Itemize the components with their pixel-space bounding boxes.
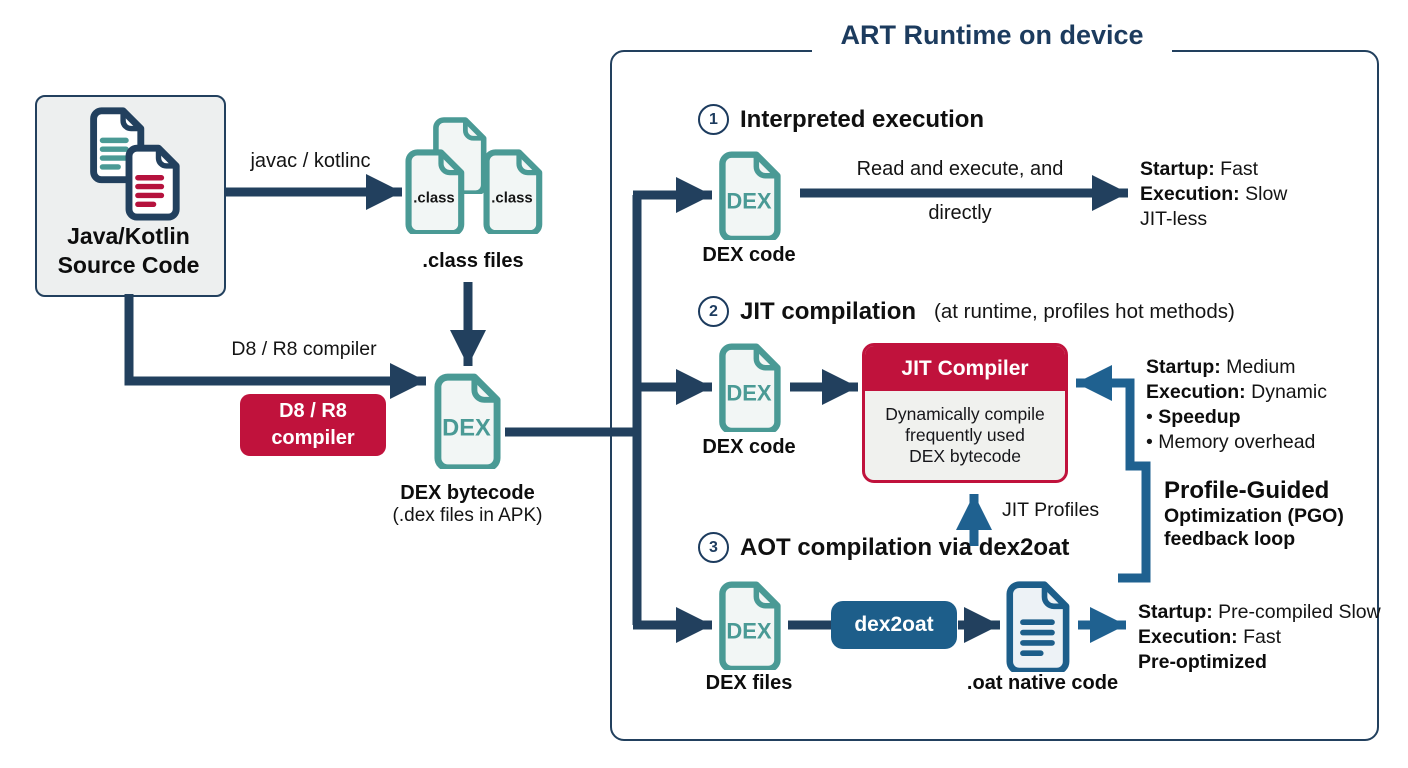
- class-file-icon-left: .class: [405, 149, 465, 234]
- dex-icon-label: DEX: [726, 381, 772, 406]
- stat-line: • Memory overhead: [1146, 431, 1316, 453]
- source-label-line2: Source Code: [57, 252, 200, 278]
- dex2oat-box: dex2oat: [831, 601, 957, 649]
- stat-line: Startup: Medium: [1146, 356, 1296, 378]
- d8r8-box-line1: D8 / R8: [279, 400, 347, 422]
- interpreted-arrow-label-top: Read and execute, and: [856, 158, 1064, 180]
- oat-native-code-icon: [1006, 581, 1070, 672]
- pgo-line3: feedback loop: [1164, 528, 1296, 550]
- dex-files-caption: DEX files: [705, 672, 793, 694]
- section3-number-badge: 3: [698, 532, 729, 563]
- section2-header: 2 JIT compilation (at runtime, profiles …: [698, 296, 1235, 327]
- jit-body-line1: Dynamically compile: [885, 404, 1045, 424]
- section2-stats: Startup: Medium Execution: Dynamic • Spe…: [1146, 355, 1327, 455]
- dex-icon-label: DEX: [442, 415, 491, 441]
- source-files-icon: [90, 107, 180, 221]
- jit-profiles-label: JIT Profiles: [1002, 499, 1100, 521]
- dex-code-caption-s2: DEX code: [702, 436, 796, 458]
- dex-bytecode-icon: DEX: [434, 373, 501, 469]
- interpreted-arrow-label-bottom: directly: [928, 202, 992, 224]
- dex-bytecode-caption: DEX bytecode: [400, 482, 535, 504]
- section2-title: JIT compilation: [740, 297, 917, 325]
- stat-line: Execution: Fast: [1138, 626, 1282, 648]
- javac-arrow-label: javac / kotlinc: [250, 150, 371, 172]
- section2-number-badge: 2: [698, 296, 729, 327]
- section1-stats: Startup: Fast Execution: Slow JIT-less: [1140, 157, 1287, 232]
- stat-line: Pre-optimized: [1138, 651, 1267, 673]
- source-label-line1: Java/Kotlin: [67, 223, 190, 249]
- section3-stats: Startup: Pre-compiled Slow Execution: Fa…: [1138, 600, 1381, 675]
- class-file-icon-right: .class: [483, 149, 543, 234]
- dex-icon-label: DEX: [726, 189, 772, 214]
- d8r8-compiler-box: D8 / R8 compiler: [240, 394, 386, 456]
- dex-bytecode-subcaption: (.dex files in APK): [392, 505, 543, 526]
- stat-line: Execution: Slow: [1140, 183, 1288, 205]
- art-runtime-title: ART Runtime on device: [812, 18, 1172, 53]
- dex-code-caption-s1: DEX code: [702, 244, 796, 266]
- section3-header: 3 AOT compilation via dex2oat: [698, 532, 1069, 563]
- section2-subtitle: (at runtime, profiles hot methods): [934, 299, 1235, 323]
- pgo-feedback-label: Profile-Guided Optimization (PGO) feedba…: [1164, 477, 1344, 551]
- dex-code-icon-s2: DEX: [719, 343, 781, 432]
- jit-compiler-box: JIT Compiler Dynamically compile frequen…: [862, 343, 1068, 483]
- oat-native-code-caption: .oat native code: [966, 672, 1119, 694]
- section3-title: AOT compilation via dex2oat: [740, 533, 1070, 561]
- stat-line: Execution: Dynamic: [1146, 381, 1327, 403]
- jit-compiler-title: JIT Compiler: [865, 346, 1065, 391]
- stat-line: Startup: Pre-compiled Slow: [1138, 601, 1381, 623]
- stat-line: • Speedup: [1146, 406, 1241, 428]
- stat-line: JIT-less: [1140, 208, 1208, 230]
- pgo-line2: Optimization (PGO): [1164, 505, 1344, 527]
- pgo-line1: Profile-Guided: [1164, 477, 1330, 504]
- d8r8-box-line2: compiler: [271, 427, 355, 449]
- source-box-label: Java/Kotlin Source Code: [35, 222, 222, 280]
- class-files-caption: .class files: [422, 250, 524, 272]
- stat-line: Startup: Fast: [1140, 158, 1259, 180]
- section1-header: 1 Interpreted execution: [698, 104, 984, 135]
- section1-number-badge: 1: [698, 104, 729, 135]
- dex-code-icon-s1: DEX: [719, 151, 781, 240]
- jit-body-line3: DEX bytecode: [909, 446, 1021, 466]
- class-file-label: .class: [491, 190, 532, 206]
- section1-title: Interpreted execution: [740, 105, 985, 133]
- jit-compiler-body: Dynamically compile frequently used DEX …: [865, 391, 1065, 480]
- class-file-label: .class: [413, 190, 454, 206]
- d8r8-arrow-label: D8 / R8 compiler: [231, 338, 377, 360]
- dex-files-icon-s3: DEX: [719, 581, 781, 670]
- jit-body-line2: frequently used: [905, 425, 1025, 445]
- dex-bytecode-caption-block: DEX bytecode (.dex files in APK): [370, 482, 565, 527]
- dex-icon-label: DEX: [726, 619, 772, 644]
